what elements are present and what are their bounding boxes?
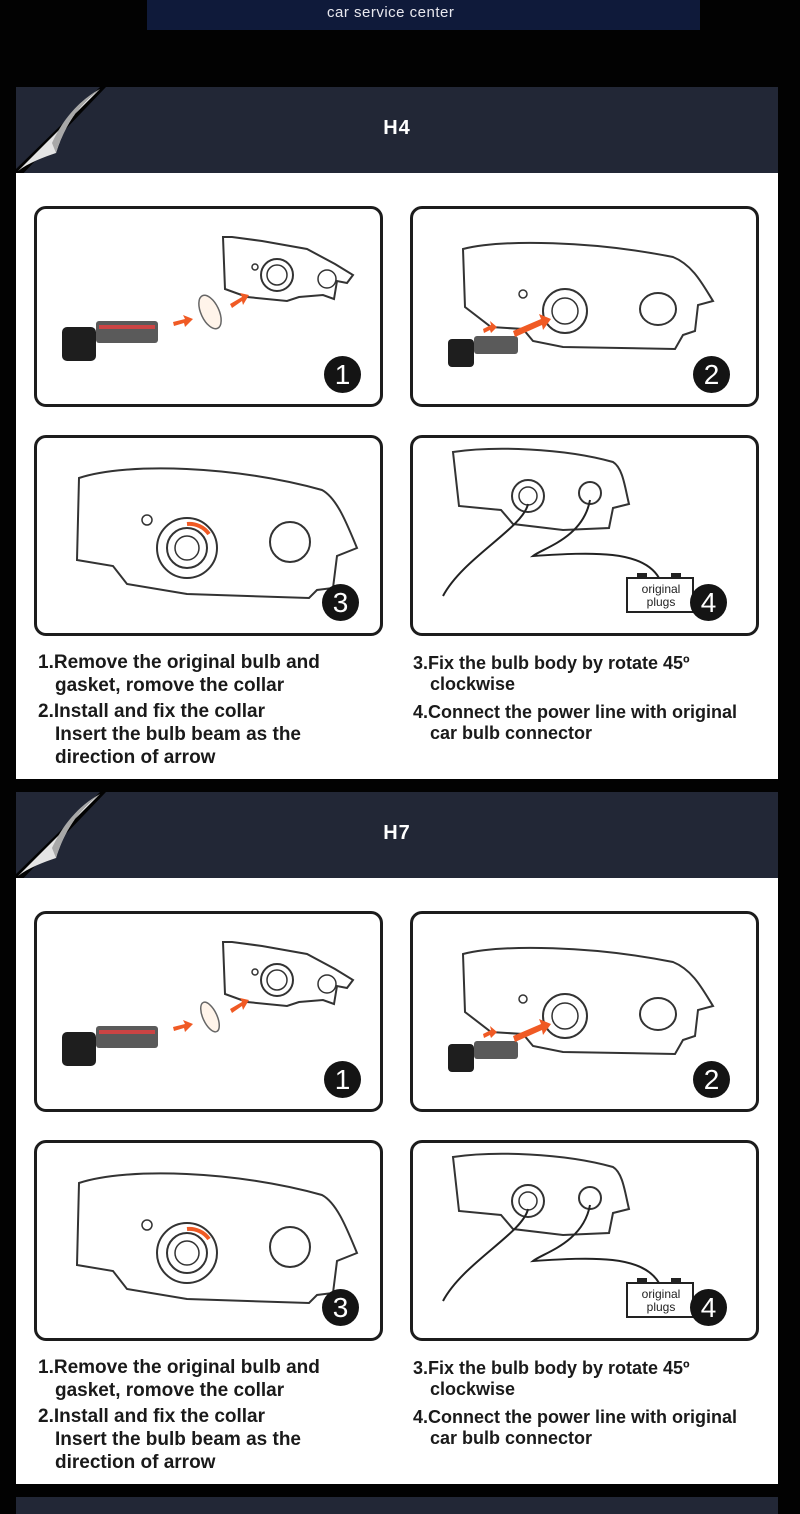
bulb-removal-illustration [62,236,355,361]
page-curl-icon [16,792,106,886]
instruction-line: 1.Remove the original bulb and [38,1357,320,1378]
step-2-panel: 2 [410,911,759,1112]
step-number-badge: 2 [693,356,730,393]
connector-illustration [442,1152,694,1318]
page-curl-icon [16,87,106,181]
instruction-1: 1.Remove the original bulb and gasket, r… [38,651,320,697]
instruction-line: clockwise [430,674,516,694]
instruction-line: direction of arrow [55,1452,216,1473]
step-4-panel: original plugs 4 [410,435,759,636]
instruction-line: gasket, romove the collar [55,675,285,696]
section-h7: H7 1 [16,792,778,1485]
step-number-badge: 3 [322,584,359,621]
section-title: H7 [383,822,411,844]
top-banner-text: car service center [327,4,455,21]
instruction-line: 1.Remove the original bulb and [38,652,320,673]
instruction-line: car bulb connector [430,1428,593,1448]
top-banner: car service center [147,0,700,30]
plug-label-line: plugs [646,595,676,609]
bulb-insert-illustration [448,241,715,367]
plug-label-line: original [641,1287,681,1301]
instruction-line: 2.Install and fix the collar [38,701,266,722]
instruction-line: clockwise [430,1379,516,1399]
plug-label-line: original [641,582,681,596]
section-body: 1 2 [16,173,778,779]
step-1-panel: 1 [34,206,383,407]
step-number-badge: 1 [324,356,361,393]
bulb-insert-illustration [448,946,715,1072]
step-3-panel: 3 [34,1140,383,1341]
instruction-line: 4.Connect the power line with original [413,702,738,722]
instruction-2: 2.Install and fix the collar Insert the … [38,1405,301,1474]
step-2-panel: 2 [410,206,759,407]
section-title: H4 [383,117,411,139]
section-h4: H4 1 [16,87,778,780]
instruction-4: 4.Connect the power line with original c… [413,1407,737,1449]
step-number-badge: 4 [690,1289,727,1326]
instruction-line: car bulb connector [430,723,593,743]
instruction-line: Insert the bulb beam as the [55,1429,301,1450]
section-header: H7 [16,792,778,878]
step-number-badge: 2 [693,1061,730,1098]
instruction-line: 3.Fix the bulb body by rotate 45º [413,653,690,673]
instruction-line: gasket, romove the collar [55,1380,285,1401]
next-section-header [16,1497,778,1514]
section-body: 1 2 [16,878,778,1484]
instruction-line: 3.Fix the bulb body by rotate 45º [413,1358,690,1378]
instruction-1: 1.Remove the original bulb and gasket, r… [38,1356,320,1402]
instruction-line: 4.Connect the power line with original [413,1407,738,1427]
step-number-badge: 1 [324,1061,361,1098]
original-plugs-label: original plugs [635,1288,687,1314]
plug-label-line: plugs [646,1300,676,1314]
bulb-removal-illustration [62,941,355,1066]
instruction-3: 3.Fix the bulb body by rotate 45º clockw… [413,653,690,695]
section-header: H4 [16,87,778,173]
instruction-2: 2.Install and fix the collar Insert the … [38,700,301,769]
step-3-panel: 3 [34,435,383,636]
instruction-4: 4.Connect the power line with original c… [413,702,737,744]
original-plugs-label: original plugs [635,583,687,609]
instruction-line: Insert the bulb beam as the [55,724,301,745]
step-number-badge: 3 [322,1289,359,1326]
instruction-line: 2.Install and fix the collar [38,1406,266,1427]
step-1-panel: 1 [34,911,383,1112]
step-4-panel: original plugs 4 [410,1140,759,1341]
step-number-badge: 4 [690,584,727,621]
instruction-3: 3.Fix the bulb body by rotate 45º clockw… [413,1358,690,1400]
bulb-rotate-illustration [75,467,359,600]
instruction-line: direction of arrow [55,747,216,768]
bulb-rotate-illustration [75,1172,359,1305]
connector-illustration [442,447,694,613]
